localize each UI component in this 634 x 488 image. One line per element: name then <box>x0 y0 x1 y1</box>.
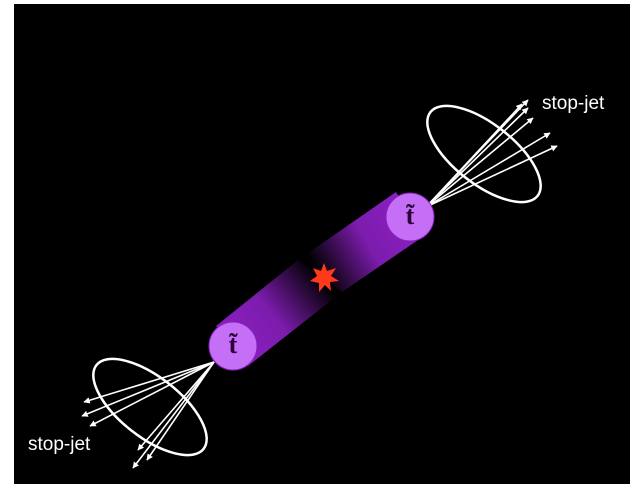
lower-jet-cone-icon <box>92 357 208 457</box>
lower-stop-particle <box>208 321 258 371</box>
lower-jet-arrow-4 <box>137 361 215 451</box>
upper-jet-cone-icon <box>426 104 542 204</box>
lower-stop-jet-label: stop-jet <box>28 434 91 455</box>
upper-jet-arrow-6 <box>425 145 558 208</box>
lower-jet-arrow-5 <box>146 361 215 461</box>
lower-jet <box>81 357 215 469</box>
upper-stop-jet-label: stop-jet <box>542 93 605 114</box>
collision-star-icon <box>310 263 339 292</box>
upper-stop-particle <box>385 192 435 242</box>
lower-jet-arrow-2 <box>81 361 215 417</box>
lower-jet-arrow-1 <box>83 361 215 404</box>
upper-jet-arrow-5 <box>425 132 551 208</box>
upper-jet-arrows <box>425 99 558 208</box>
upper-jet-arrow-2 <box>425 103 523 208</box>
lower-jet-arrow-6 <box>132 361 215 469</box>
upper-jet <box>425 99 558 208</box>
lower-stop-symbol: t̃ <box>228 330 238 359</box>
lower-jet-arrow-3 <box>89 361 215 427</box>
upper-jet-arrow-4 <box>425 117 534 208</box>
upper-stop-symbol: t̃ <box>405 201 415 230</box>
lower-jet-arrows <box>81 361 215 469</box>
upper-jet-arrow-3 <box>425 107 529 208</box>
